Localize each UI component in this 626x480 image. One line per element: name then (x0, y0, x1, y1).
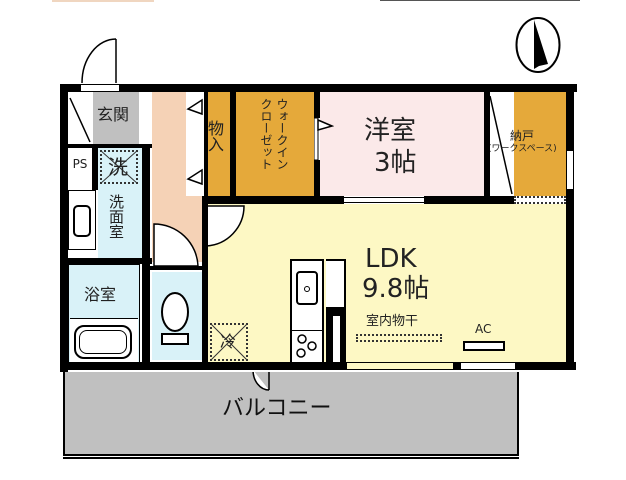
wall-ps-right (92, 144, 98, 190)
balcony-sliding-window[interactable] (346, 362, 454, 370)
washer-cross (99, 149, 139, 185)
wall-storage-right (230, 92, 236, 198)
washroom-label: 洗面室 (107, 194, 125, 239)
wall-western-right (484, 92, 490, 200)
top-right-bar (380, 0, 580, 1)
wall-storage-left (204, 92, 208, 198)
ac-label: AC (475, 322, 492, 336)
top-left-bar (52, 0, 154, 2)
closet-door[interactable] (313, 117, 335, 161)
room-storage (208, 92, 230, 196)
wall-right (566, 84, 574, 370)
room-ps (68, 148, 92, 184)
room-western (320, 92, 484, 196)
toilet-icon (158, 290, 192, 350)
ps-label: PS (72, 157, 88, 171)
kitchen-side-panel (326, 259, 346, 309)
wash-basin-icon (68, 190, 96, 250)
wall-top (60, 84, 577, 92)
wall-washroom-right (142, 148, 150, 364)
wall-upper-rooms-bottom-right (424, 196, 514, 204)
nando-sublabel: (ワークスペース) (488, 144, 557, 154)
ac-unit (463, 341, 505, 351)
room-nando-door-area[interactable] (488, 92, 514, 196)
entrance-door-swing[interactable] (80, 38, 118, 84)
room-nando (514, 92, 566, 196)
storage-doors[interactable] (186, 92, 204, 196)
stove-icon (292, 330, 322, 362)
bathtub-icon (70, 318, 138, 362)
washer-label: 洗 (108, 155, 128, 179)
ps-shaft-diagonal (68, 92, 92, 144)
wall-upper-rooms-bottom (204, 196, 344, 204)
wall-toilet-right (202, 196, 208, 366)
western-room-size: 3帖 (374, 148, 417, 178)
north-arrow-icon (515, 16, 561, 74)
western-door-opening[interactable] (344, 197, 424, 203)
ldk-size: 9.8帖 (362, 274, 430, 304)
ldk-label: LDK (365, 244, 417, 274)
wall-closet-right-lower (314, 160, 320, 198)
hall-door-swing[interactable] (152, 222, 202, 268)
ldk-door-swing-2[interactable] (204, 204, 246, 248)
walk-in-closet-label-1: ウォークイン (275, 98, 289, 170)
entrance-door-opening[interactable] (80, 84, 120, 92)
right-window[interactable] (566, 150, 574, 190)
indoor-drying-rail (356, 334, 442, 342)
kitchen-slot (333, 316, 340, 364)
wall-closet-right (314, 92, 320, 118)
wall-left (60, 84, 68, 372)
fridge-space (210, 323, 248, 361)
washer-space (100, 150, 138, 184)
western-room-label: 洋室 (364, 116, 417, 146)
fridge-cross (209, 322, 249, 362)
wall-bottom (60, 362, 576, 370)
balcony-outline (63, 456, 519, 459)
nando-opening[interactable] (514, 196, 566, 204)
balcony-label: バルコニー (222, 396, 332, 421)
balcony (63, 370, 519, 456)
wall-toilet-top (150, 266, 204, 270)
bathroom-label: 浴室 (84, 285, 117, 304)
wall-washroom-bottom (60, 258, 152, 264)
fridge-label: 冷 (220, 332, 237, 351)
balcony-sliding-window-2[interactable] (460, 362, 516, 370)
wall-entrance-bottom (60, 144, 152, 148)
nando-label: 納戸 (510, 129, 535, 143)
room-walk-in-closet (236, 92, 314, 196)
room-entrance (93, 92, 139, 144)
entrance-label: 玄関 (97, 105, 130, 124)
walk-in-closet-label-2: クローゼット (259, 98, 273, 170)
sink-icon (296, 271, 318, 305)
storage-label: 物入 (205, 120, 224, 152)
kitchen-counter (290, 259, 324, 365)
indoor-drying-label: 室内物干 (366, 314, 419, 329)
